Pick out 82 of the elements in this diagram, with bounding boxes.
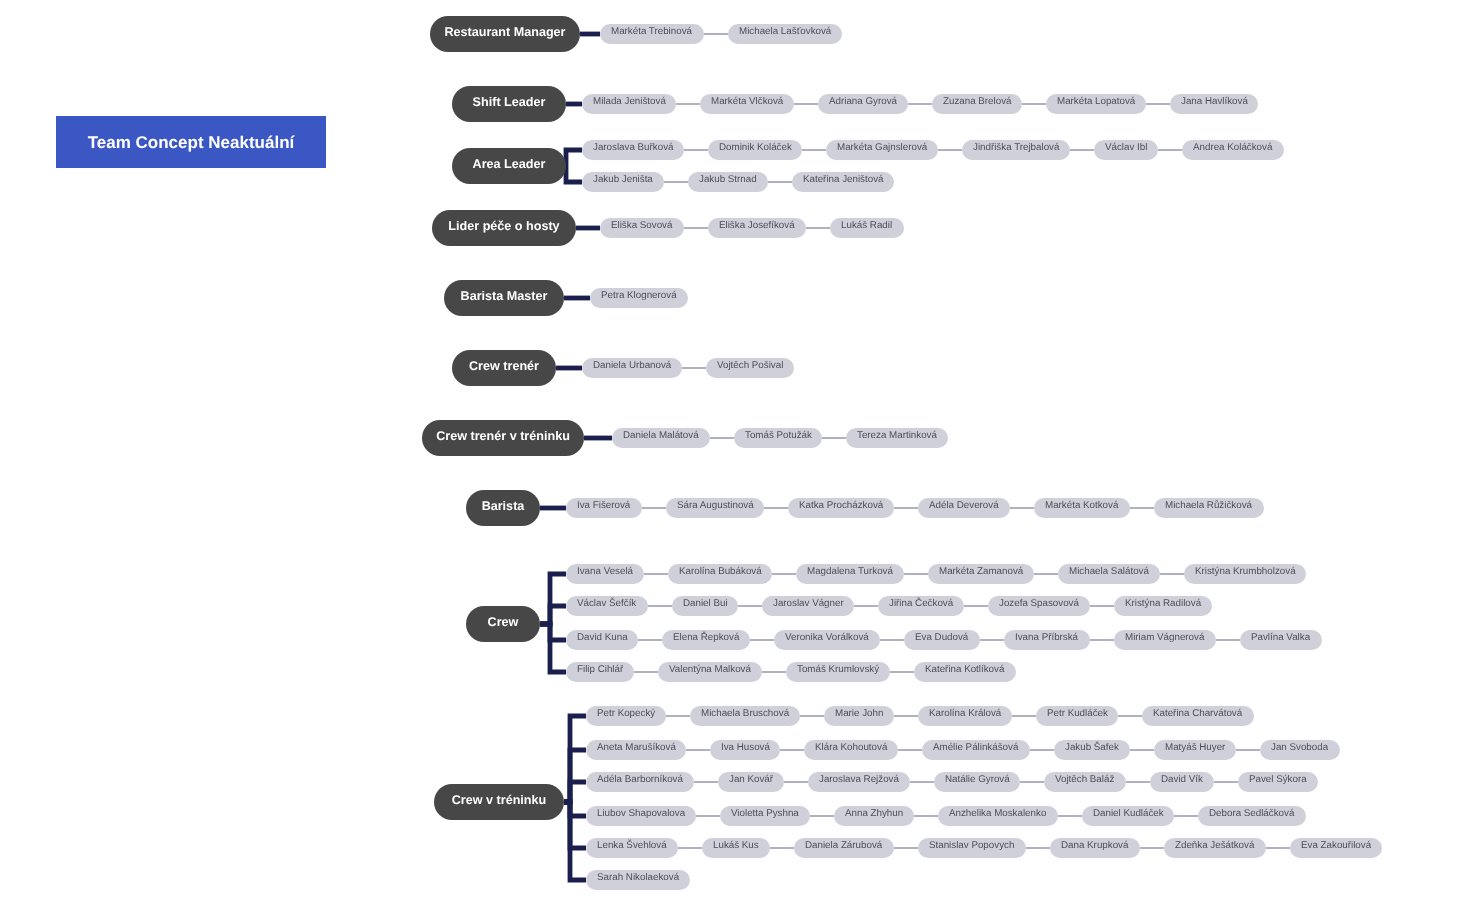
- connector-line: [675, 103, 701, 105]
- connector-line: [1235, 749, 1261, 751]
- connector-line: [1145, 103, 1171, 105]
- connector-line: [665, 715, 691, 717]
- connector-line: [1125, 781, 1151, 783]
- connector-line: [1057, 815, 1083, 817]
- connector-line: [771, 573, 797, 575]
- connector-line: [809, 815, 835, 817]
- connector-line: [663, 181, 689, 183]
- connector-line: [563, 147, 582, 169]
- connector-line: [1139, 847, 1165, 849]
- connector-line: [913, 815, 939, 817]
- connector-line: [1117, 715, 1143, 717]
- connector-line: [580, 31, 600, 37]
- connector-line: [1129, 749, 1155, 751]
- connector-line: [1215, 639, 1241, 641]
- connector-line: [1033, 573, 1059, 575]
- connector-line: [903, 573, 929, 575]
- connector-line: [1129, 507, 1155, 509]
- connector-line: [1069, 149, 1095, 151]
- connector-line: [1089, 605, 1115, 607]
- connector-line: [584, 435, 612, 441]
- connector-line: [1265, 847, 1291, 849]
- connector-line: [709, 437, 735, 439]
- connector-line: [783, 781, 809, 783]
- connector-line: [695, 815, 721, 817]
- connector-line: [779, 749, 805, 751]
- connector-line: [540, 621, 566, 675]
- connector-line: [853, 605, 879, 607]
- connector-line: [1173, 815, 1199, 817]
- connector-line: [563, 163, 582, 185]
- connector-line: [879, 639, 905, 641]
- connector-line: [564, 295, 590, 301]
- connector-line: [564, 779, 586, 805]
- connector-line: [793, 103, 819, 105]
- connector-line: [564, 799, 586, 883]
- connector-line: [1011, 715, 1037, 717]
- connector-line: [937, 149, 963, 151]
- connector-line: [576, 225, 600, 231]
- title-banner: Team Concept Neaktuální: [56, 116, 326, 168]
- connector-line: [889, 671, 915, 673]
- connector-line: [963, 605, 989, 607]
- connector-line: [979, 639, 1005, 641]
- connector-line: [683, 227, 709, 229]
- connector-line: [749, 639, 775, 641]
- connector-line: [1157, 149, 1183, 151]
- connector-line: [1019, 781, 1045, 783]
- connector-line: [893, 847, 919, 849]
- connector-line: [909, 781, 935, 783]
- connector-line: [540, 505, 566, 511]
- connector-line: [683, 149, 709, 151]
- connector-line: [1029, 749, 1055, 751]
- connector-line: [643, 573, 669, 575]
- connector-line: [769, 847, 795, 849]
- connector-line: [897, 749, 923, 751]
- connector-line: [893, 715, 919, 717]
- connector-line: [801, 149, 827, 151]
- connector-line: [556, 365, 582, 371]
- connector-line: [693, 781, 719, 783]
- connector-line: [767, 181, 793, 183]
- connector-line: [681, 367, 707, 369]
- connector-line: [1021, 103, 1047, 105]
- connector-line: [761, 671, 787, 673]
- connector-line: [799, 715, 825, 717]
- connector-line: [703, 33, 729, 35]
- connector-line: [821, 437, 847, 439]
- connector-line: [893, 507, 919, 509]
- connector-line: [647, 605, 673, 607]
- connector-line: [633, 671, 659, 673]
- connector-line: [907, 103, 933, 105]
- connector-line: [1009, 507, 1035, 509]
- connector-line: [1159, 573, 1185, 575]
- connector-line: [641, 507, 667, 509]
- connector-line: [677, 847, 703, 849]
- connector-line: [805, 227, 831, 229]
- connector-line: [1213, 781, 1239, 783]
- connector-line: [637, 639, 663, 641]
- connector-line: [737, 605, 763, 607]
- connector-line: [1025, 847, 1051, 849]
- connector-line: [1089, 639, 1115, 641]
- connector-line: [685, 749, 711, 751]
- connector-line: [763, 507, 789, 509]
